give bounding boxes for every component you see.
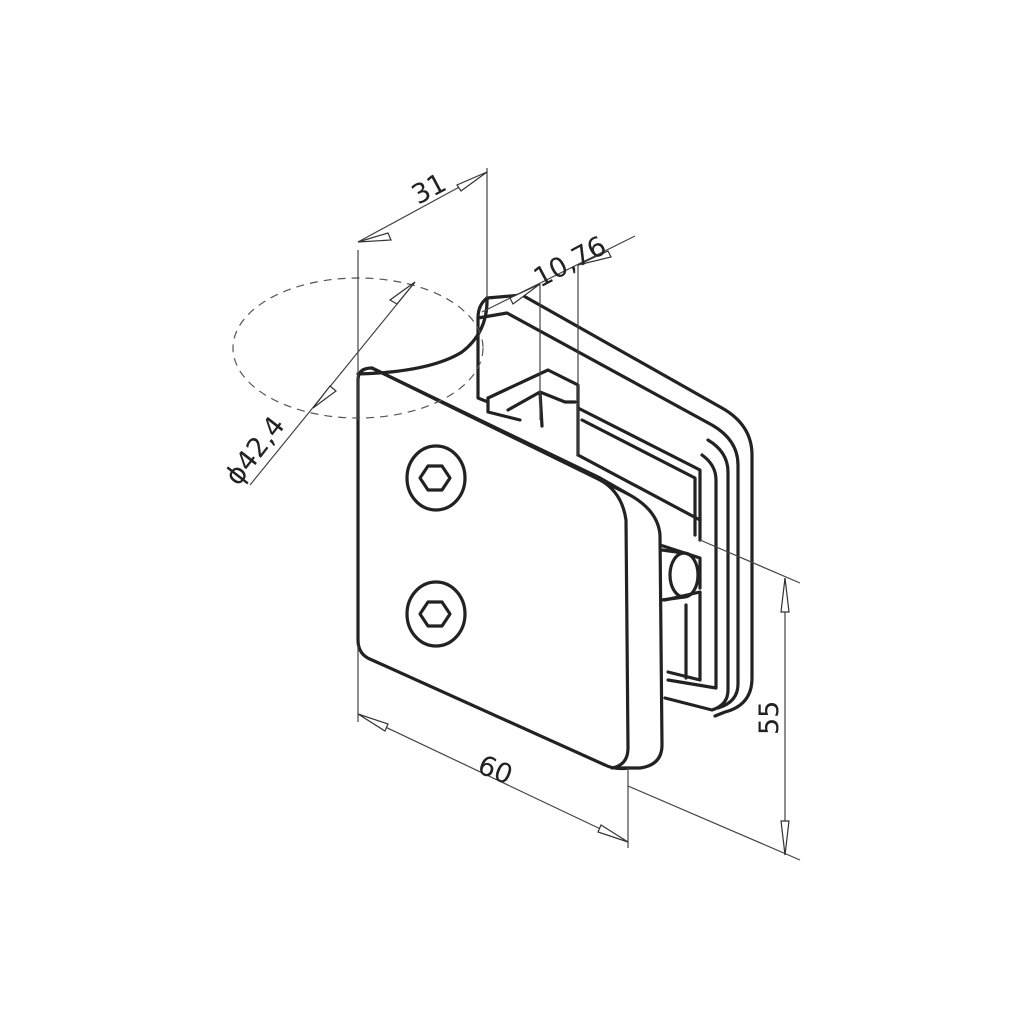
dimension-diameter	[249, 281, 416, 486]
glass-gap-label: 10,76	[529, 231, 612, 295]
front-plate	[356, 366, 664, 771]
glass-slot	[486, 368, 702, 542]
dimension-glass-gap	[481, 235, 636, 455]
height-label: 55	[754, 701, 785, 735]
depth-label: 31	[407, 168, 452, 212]
dimension-height	[627, 539, 801, 861]
dimension-width	[357, 645, 629, 848]
back-plate	[476, 293, 754, 718]
pipe-saddle	[356, 296, 490, 404]
width-label: 60	[473, 750, 516, 792]
dimension-depth	[357, 168, 488, 420]
screw-bottom	[405, 580, 467, 648]
screw-top	[405, 444, 467, 512]
rubber-pads	[658, 543, 702, 682]
